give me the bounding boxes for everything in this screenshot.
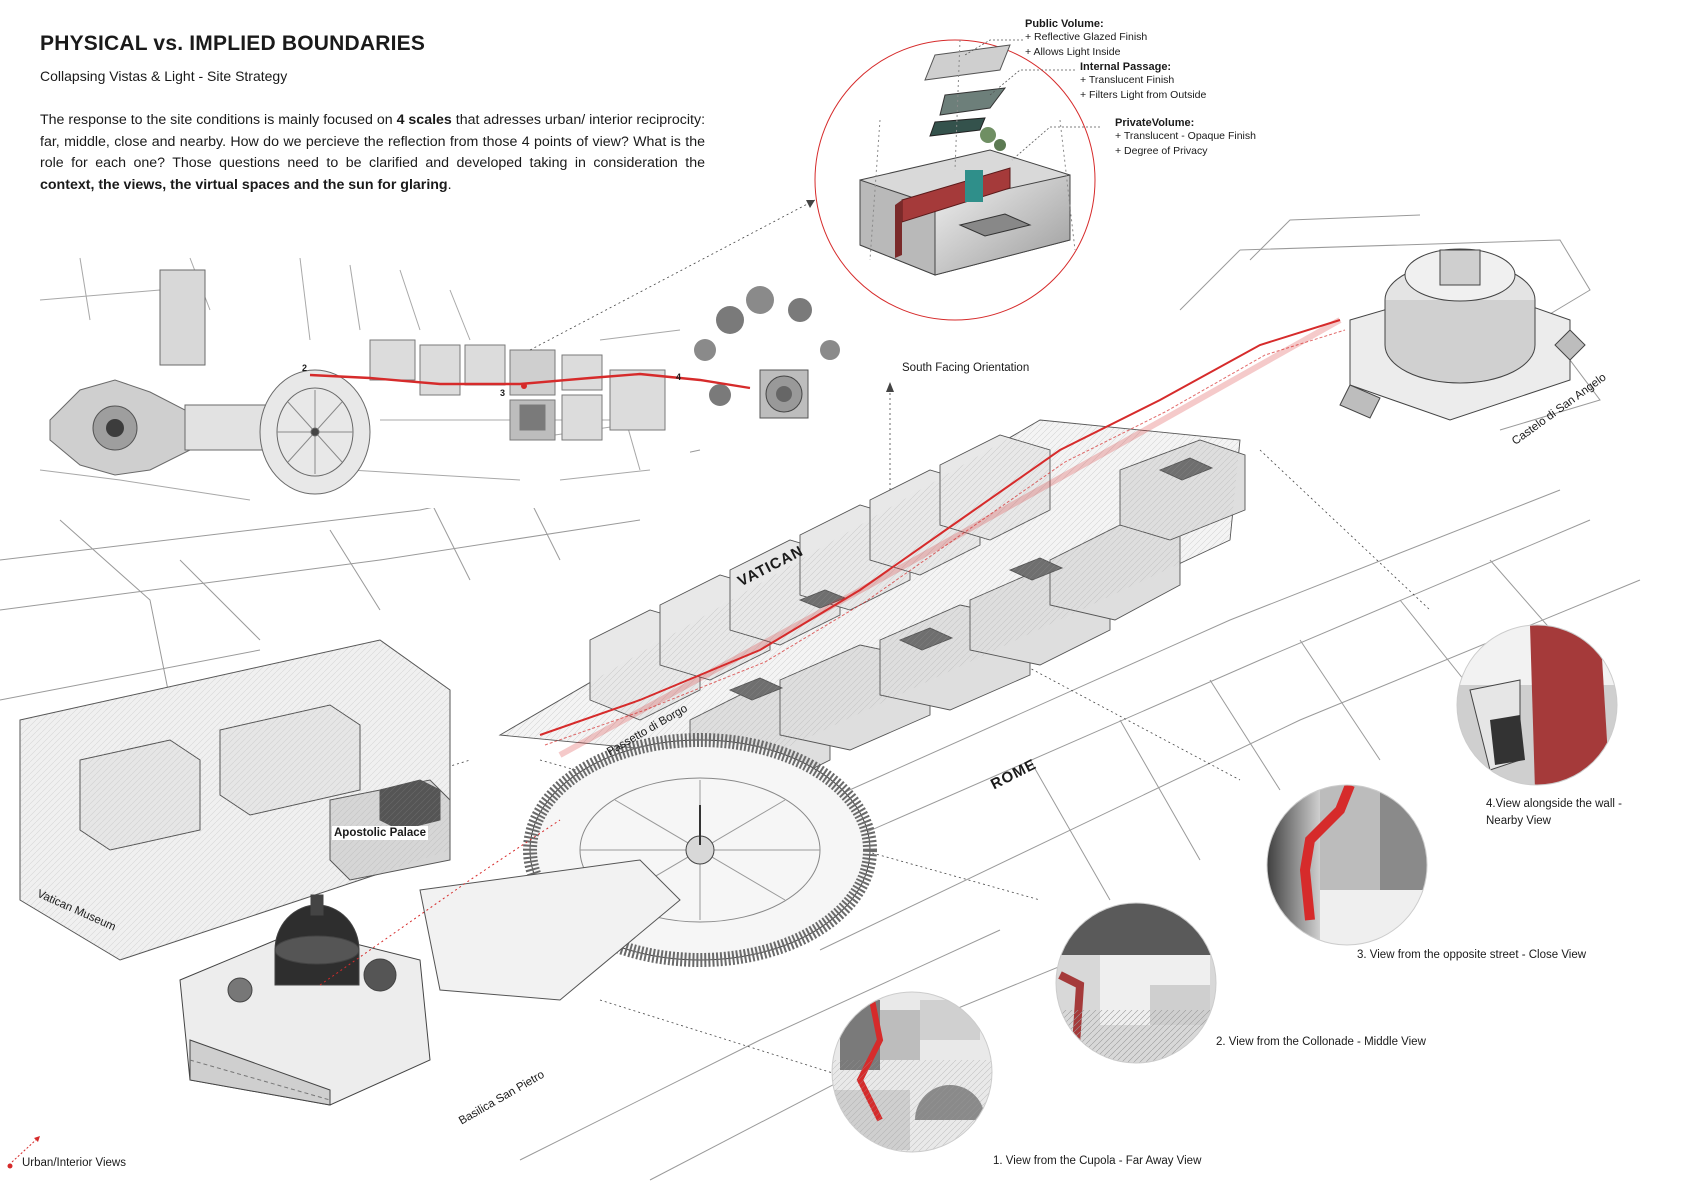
callout-title: PrivateVolume: bbox=[1115, 117, 1195, 129]
intro-run: The response to the site conditions is m… bbox=[40, 112, 397, 128]
borgo-blocks bbox=[369, 339, 666, 441]
plan-marker: 2 bbox=[302, 363, 308, 373]
view-circle-2 bbox=[1055, 902, 1217, 1064]
view-circle-3 bbox=[1266, 784, 1428, 946]
private-volume-callout: PrivateVolume: + Translucent - Opaque Fi… bbox=[1115, 117, 1256, 159]
legend-label: Urban/Interior Views bbox=[22, 1157, 126, 1169]
piazza-plan bbox=[259, 369, 371, 495]
internal-passage-callout: Internal Passage: + Translucent Finish +… bbox=[1080, 61, 1206, 103]
site-plan bbox=[39, 257, 840, 508]
view-circle-1 bbox=[831, 991, 993, 1153]
castel-sant-angelo bbox=[1339, 248, 1586, 421]
callout-item: + Allows Light Inside bbox=[1025, 46, 1121, 58]
callout-item: + Degree of Privacy bbox=[1115, 145, 1208, 157]
basilica-massing bbox=[179, 894, 431, 1106]
view-caption-4-line2: Nearby View bbox=[1486, 815, 1551, 827]
view-circle-4 bbox=[1456, 624, 1618, 786]
legend-marker bbox=[7, 1136, 40, 1169]
passetto-route bbox=[539, 317, 1346, 758]
callout-item: + Reflective Glazed Finish bbox=[1025, 31, 1148, 43]
plan-marker: 3 bbox=[500, 388, 506, 398]
exploded-volume bbox=[814, 39, 1096, 321]
page-subtitle: Collapsing Vistas & Light - Site Strateg… bbox=[40, 68, 288, 84]
volume-leaders bbox=[964, 39, 1100, 161]
callout-title: Internal Passage: bbox=[1080, 61, 1172, 73]
plan-route bbox=[309, 372, 751, 390]
intro-paragraph: The response to the site conditions is m… bbox=[40, 110, 705, 196]
view-caption-1: 1. View from the Cupola - Far Away View bbox=[993, 1155, 1202, 1167]
public-volume-callout: Public Volume: + Reflective Glazed Finis… bbox=[1025, 18, 1147, 60]
view-caption-4: 4.View alongside the wall - bbox=[1486, 798, 1622, 810]
view-caption-2: 2. View from the Collonade - Middle View bbox=[1216, 1036, 1426, 1048]
view-caption-3: 3. View from the opposite street - Close… bbox=[1357, 949, 1587, 961]
callout-item: + Translucent - Opaque Finish bbox=[1115, 130, 1256, 142]
palace-label: Apostolic Palace bbox=[332, 826, 429, 840]
intro-run-bold: 4 scales bbox=[396, 112, 452, 128]
intro-run: . bbox=[447, 176, 452, 193]
intro-run-bold: context, the views, the virtual spaces a… bbox=[40, 176, 448, 193]
callout-item: + Filters Light from Outside bbox=[1080, 89, 1207, 101]
page-title: PHYSICAL vs. IMPLIED BOUNDARIES bbox=[40, 32, 426, 55]
castle-plan bbox=[694, 286, 840, 419]
callout-item: + Translucent Finish bbox=[1080, 74, 1175, 86]
callout-title: Public Volume: bbox=[1025, 18, 1104, 30]
plan-marker: 4 bbox=[676, 372, 682, 382]
orientation-label: South Facing Orientation bbox=[902, 362, 1030, 374]
intro-run: that adresses urban/ interior reciprocit… bbox=[40, 112, 706, 171]
arrowheads bbox=[806, 200, 894, 392]
